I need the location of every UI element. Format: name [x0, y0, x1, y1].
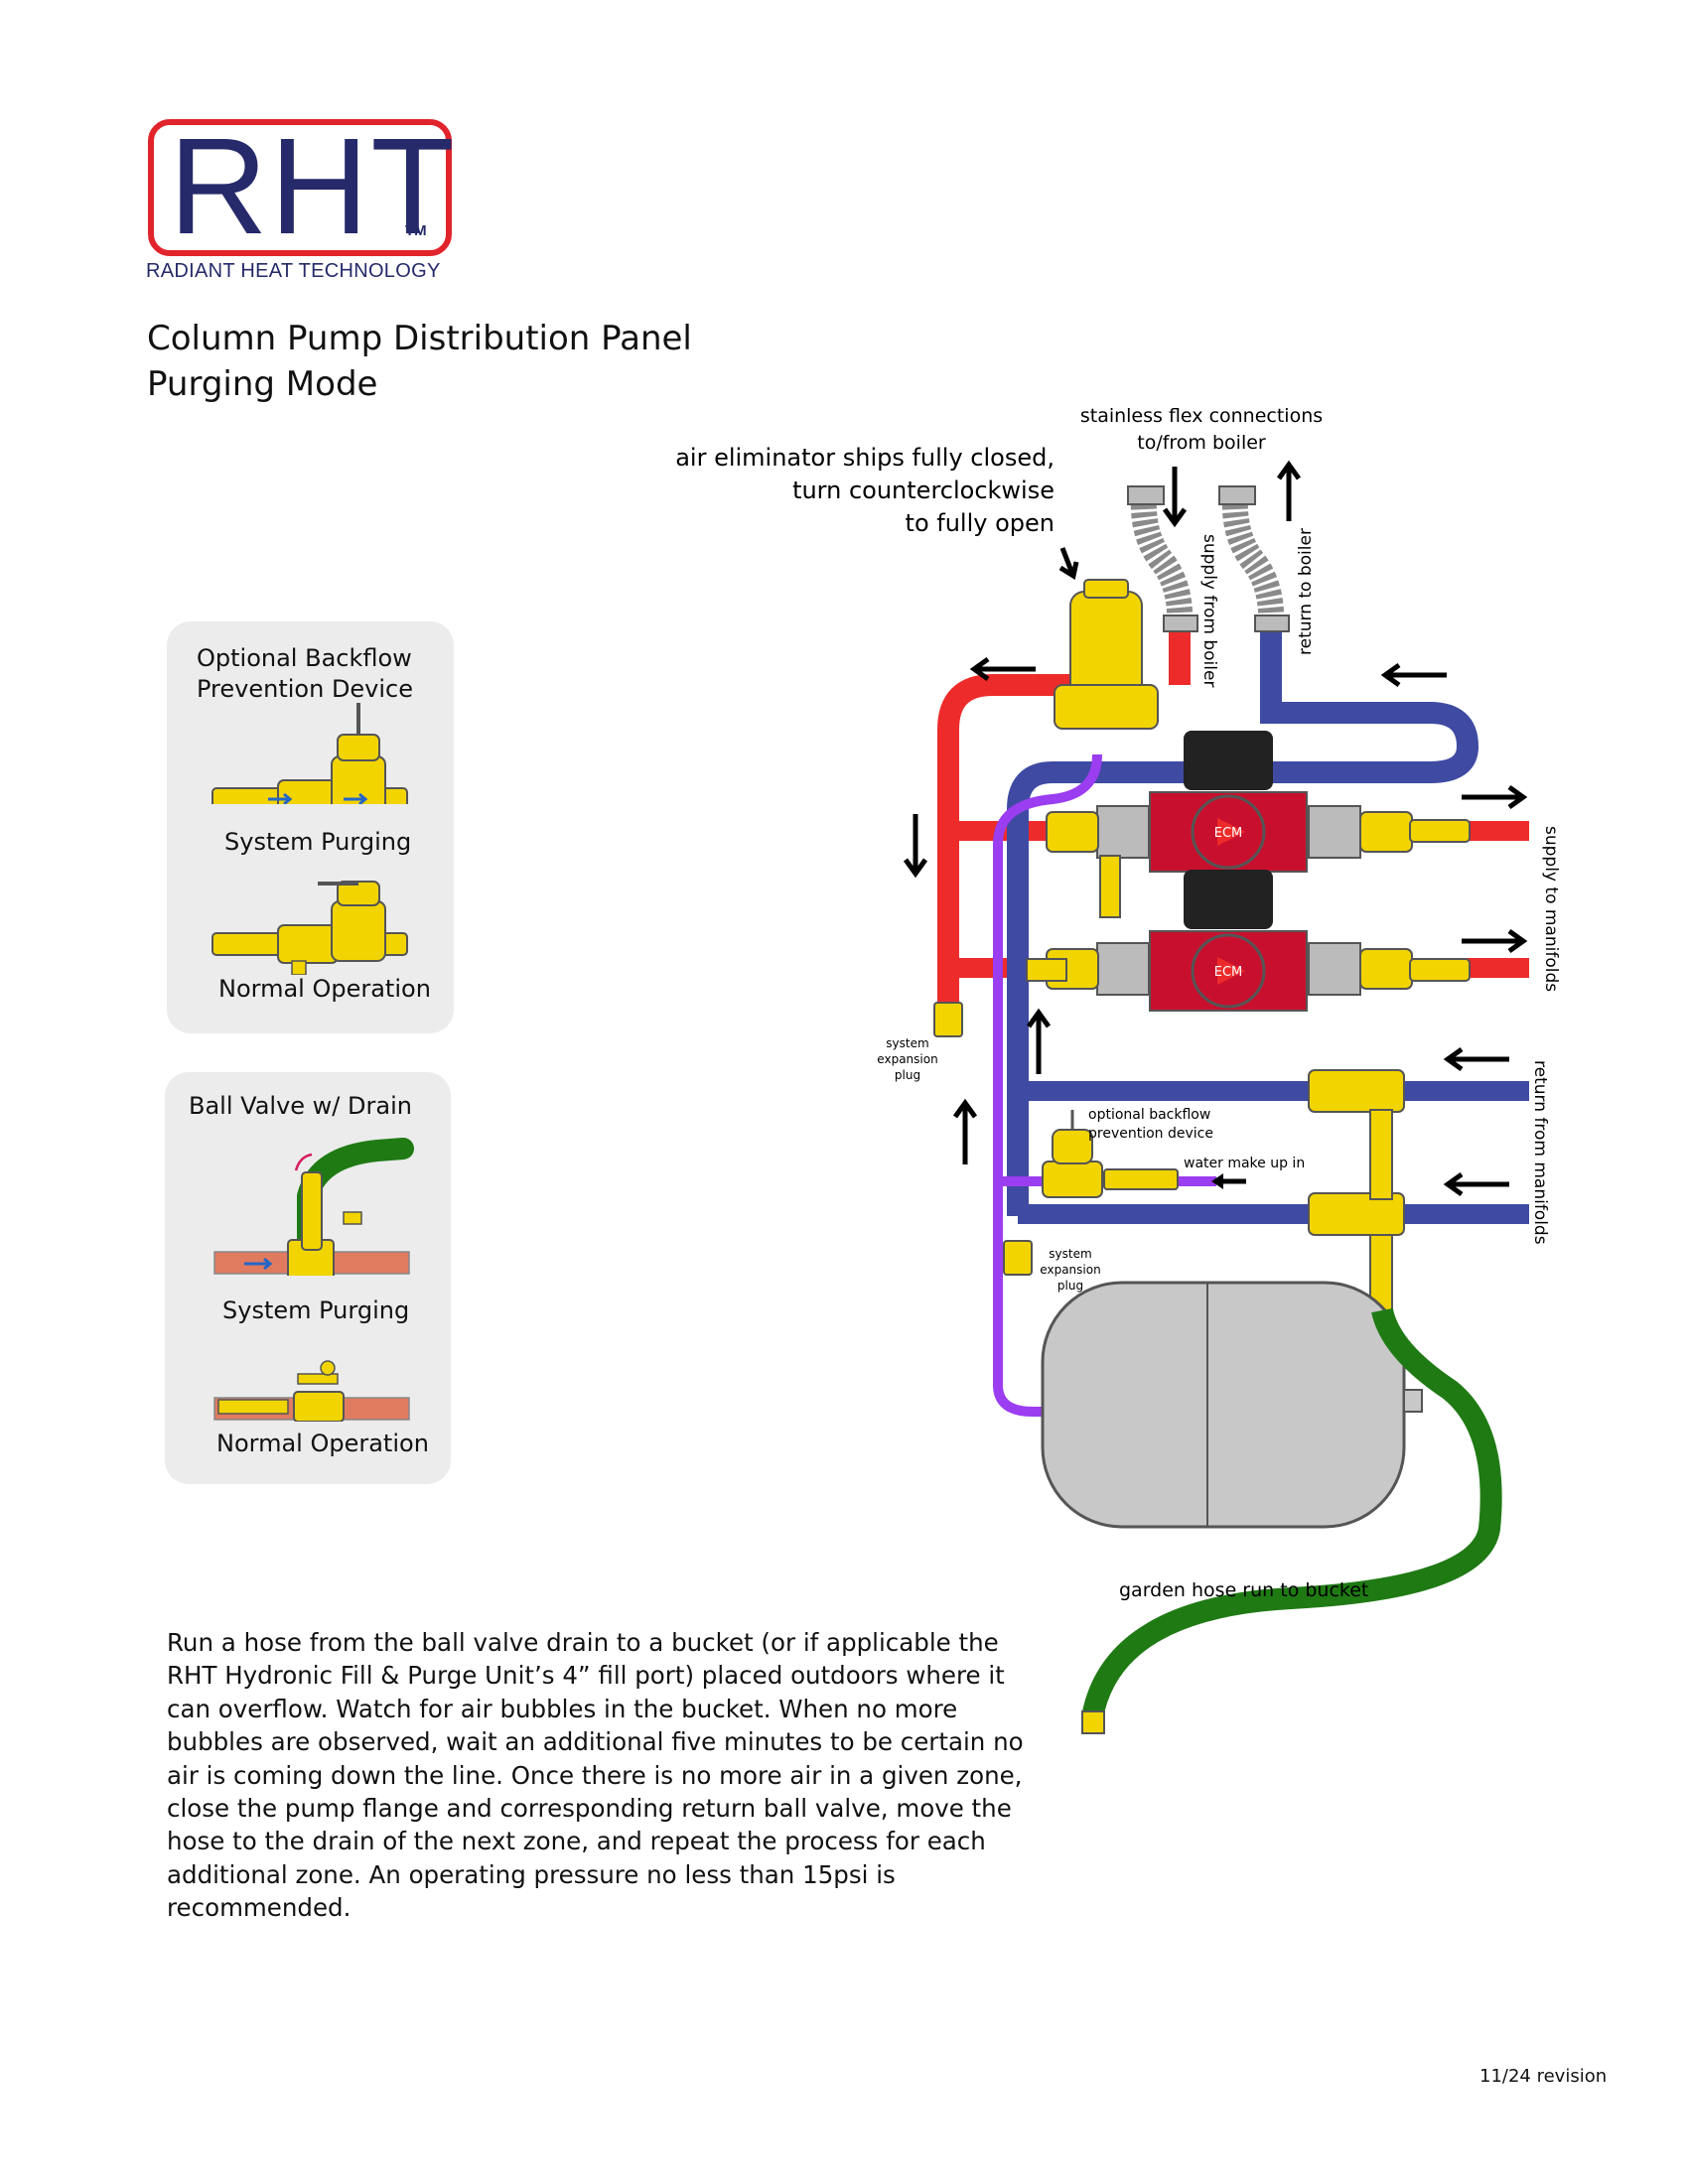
air-eliminator	[1054, 579, 1159, 730]
backflow-caption-purging: System Purging	[224, 828, 412, 856]
logo-letters: RHT	[169, 110, 457, 263]
pump-2-label: ECM	[1214, 965, 1243, 980]
air-eliminator-note-2: turn counterclockwise	[792, 477, 1055, 504]
ballvalve-normal-icon	[213, 1360, 410, 1422]
drain-handle[interactable]	[1369, 1109, 1393, 1200]
logo-subtitle: RADIANT HEAT TECHNOLOGY	[146, 260, 441, 282]
return-pipe	[1007, 625, 1479, 1216]
return-to-boiler-label: return to boiler	[1296, 528, 1316, 655]
flange-valve-1[interactable]	[1046, 811, 1099, 853]
title-line-2: Purging Mode	[147, 364, 378, 404]
supply-pipe	[937, 674, 1082, 1013]
expansion-plug-top-label-1: system	[886, 1036, 928, 1050]
flange-handle-1[interactable]	[1099, 855, 1121, 918]
outlet-valve-2[interactable]	[1359, 948, 1413, 990]
flange-handle-2[interactable]	[1026, 958, 1067, 982]
backflow-device-main	[1042, 1110, 1179, 1198]
expansion-plug-top	[933, 1002, 963, 1037]
backflow-caption-normal: Normal Operation	[218, 975, 431, 1003]
flex-note-1: stainless flex connections	[1080, 405, 1323, 427]
flow-arrows	[903, 460, 1528, 1197]
expansion-plug-top-label-2: expansion	[877, 1052, 937, 1066]
fill-line	[993, 753, 1102, 1417]
backflow-device-label-1: optional backflow	[1088, 1107, 1210, 1123]
ballvalve-caption-normal: Normal Operation	[216, 1430, 429, 1457]
pump-1	[1096, 731, 1361, 873]
outlet-handle-2[interactable]	[1409, 958, 1471, 982]
air-eliminator-note-1: air eliminator ships fully closed,	[675, 444, 1055, 472]
expansion-plug-top-label-3: plug	[895, 1068, 920, 1082]
backflow-heading-line-1: Optional Backflow	[197, 644, 412, 672]
ballvalve-heading: Ball Valve w/ Drain	[189, 1092, 412, 1120]
return-from-manifolds-label: return from manifolds	[1530, 1060, 1550, 1245]
flex-note-2: to/from boiler	[1137, 432, 1266, 454]
backflow-device-label-2: prevention device	[1088, 1126, 1213, 1142]
backflow-normal-icon	[211, 881, 408, 975]
expansion-tank	[1041, 1281, 1423, 1529]
supply-to-manifolds-label: supply to manifolds	[1541, 826, 1561, 992]
supply-from-boiler-label: supply from boiler	[1199, 534, 1219, 687]
expansion-plug-bottom-label-1: system	[1049, 1247, 1091, 1261]
outlet-valve-1[interactable]	[1359, 811, 1413, 853]
ballvalve-purging-icon	[213, 1138, 414, 1276]
pump-2	[1096, 870, 1361, 1012]
water-make-up-label: water make up in	[1184, 1156, 1305, 1171]
title-line-1: Column Pump Distribution Panel	[147, 319, 692, 358]
outlet-handle-1[interactable]	[1409, 819, 1471, 843]
air-eliminator-note-3: to fully open	[906, 509, 1055, 537]
backflow-heading-line-2: Prevention Device	[197, 675, 414, 703]
backflow-heading: Optional Backflow Prevention Device	[197, 643, 413, 705]
expansion-plug-bottom-label-3: plug	[1057, 1279, 1083, 1293]
backflow-purging-icon	[211, 703, 408, 804]
page-title: Column Pump Distribution Panel Purging M…	[147, 316, 692, 407]
return-ball-valve-2[interactable]	[1308, 1192, 1405, 1236]
expansion-plug-bottom-label-2: expansion	[1040, 1263, 1100, 1277]
hose-end	[1081, 1710, 1105, 1734]
return-ball-valve-1[interactable]	[1308, 1069, 1405, 1113]
revision-label: 11/24 revision	[1479, 2066, 1608, 2087]
flex-supply	[1130, 495, 1194, 626]
expansion-plug-bottom	[1003, 1240, 1033, 1276]
logo-frame	[148, 119, 452, 256]
logo-tm: TM	[405, 222, 427, 239]
garden-hose	[1081, 1307, 1502, 1720]
instructions-paragraph: Run a hose from the ball valve drain to …	[167, 1628, 1024, 1923]
backflow-panel	[167, 621, 454, 1033]
garden-hose-label: garden hose run to bucket	[1119, 1579, 1368, 1601]
pump-1-label: ECM	[1214, 826, 1243, 841]
ballvalve-caption-purging: System Purging	[222, 1297, 410, 1324]
flex-return	[1221, 495, 1285, 626]
